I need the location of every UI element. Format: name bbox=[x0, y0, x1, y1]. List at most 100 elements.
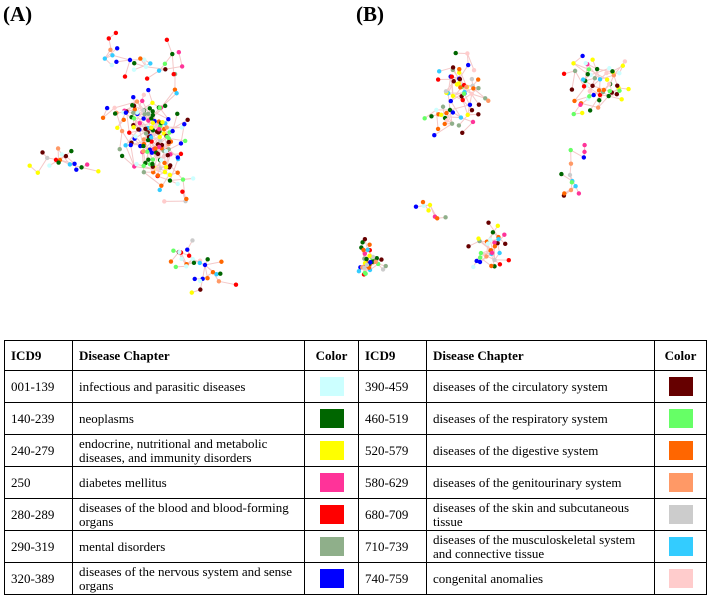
network-node bbox=[615, 83, 620, 88]
network-edge bbox=[571, 70, 576, 90]
network-node bbox=[149, 116, 154, 121]
network-node bbox=[214, 272, 219, 277]
network-node bbox=[460, 97, 465, 103]
network-edge bbox=[114, 101, 138, 109]
network-node bbox=[79, 165, 84, 170]
network-node bbox=[59, 152, 65, 157]
network-node bbox=[568, 187, 574, 193]
icd9-code: 680-709 bbox=[358, 498, 427, 531]
network-node bbox=[582, 142, 587, 148]
network-node bbox=[578, 102, 583, 108]
network-edge bbox=[450, 100, 462, 118]
network-node bbox=[474, 258, 479, 264]
network-node bbox=[607, 66, 612, 71]
network-node bbox=[109, 62, 115, 68]
color-swatch bbox=[668, 409, 693, 428]
disease-chapter: diseases of the nervous system and sense… bbox=[72, 562, 305, 595]
network-node bbox=[141, 149, 146, 154]
network-node bbox=[484, 254, 489, 259]
network-node bbox=[45, 155, 50, 161]
network-node bbox=[594, 66, 600, 72]
network-edge bbox=[112, 54, 131, 61]
network-node bbox=[190, 238, 195, 243]
network-edge bbox=[573, 62, 589, 75]
network-node bbox=[362, 265, 367, 270]
network-node bbox=[131, 116, 137, 121]
network-node bbox=[134, 161, 139, 167]
network-node bbox=[190, 176, 196, 181]
network-node bbox=[591, 92, 596, 98]
network-node bbox=[475, 77, 481, 82]
network-node bbox=[465, 112, 470, 118]
network-node bbox=[174, 91, 179, 96]
network-node bbox=[104, 105, 110, 111]
network-node bbox=[356, 269, 362, 274]
network-node bbox=[175, 155, 181, 160]
color-cell bbox=[304, 530, 359, 563]
network-node bbox=[141, 116, 146, 121]
network-edge bbox=[458, 64, 469, 79]
network-node bbox=[497, 250, 502, 256]
network-node bbox=[216, 279, 222, 284]
network-node bbox=[460, 130, 465, 135]
network-node bbox=[171, 248, 176, 253]
network-edge bbox=[471, 93, 486, 99]
color-cell bbox=[304, 402, 359, 435]
network-node bbox=[162, 103, 168, 109]
network-node bbox=[140, 98, 145, 104]
network-node bbox=[132, 61, 137, 66]
network-edge bbox=[168, 137, 186, 142]
network-node bbox=[595, 105, 601, 110]
network-node bbox=[150, 109, 155, 114]
network-edge bbox=[447, 92, 463, 101]
network-node bbox=[562, 191, 567, 196]
network-node bbox=[587, 94, 592, 99]
network-node bbox=[148, 61, 153, 66]
network-node bbox=[108, 47, 113, 53]
network-node bbox=[587, 88, 593, 94]
network-node bbox=[146, 111, 151, 117]
network-node bbox=[453, 50, 458, 56]
network-b bbox=[356, 50, 631, 277]
network-node bbox=[166, 116, 171, 122]
color-swatch bbox=[319, 505, 344, 524]
network-node bbox=[367, 242, 372, 247]
network-node bbox=[112, 111, 118, 116]
network-node bbox=[606, 81, 612, 87]
network-node bbox=[568, 147, 573, 153]
network-node bbox=[167, 178, 173, 183]
network-node bbox=[156, 144, 162, 150]
network-node bbox=[180, 177, 186, 182]
network-node bbox=[450, 110, 456, 115]
network-node bbox=[131, 95, 136, 100]
network-node bbox=[450, 65, 456, 70]
network-node bbox=[141, 169, 147, 175]
network-edge bbox=[152, 110, 169, 120]
network-node bbox=[492, 264, 497, 269]
network-node bbox=[67, 162, 73, 167]
color-swatch bbox=[668, 537, 693, 556]
network-node bbox=[156, 127, 162, 132]
network-edge bbox=[449, 104, 471, 111]
color-swatch bbox=[668, 505, 693, 524]
network-node bbox=[456, 81, 461, 86]
network-node bbox=[488, 237, 493, 243]
network-node bbox=[486, 220, 491, 225]
network-node bbox=[141, 163, 146, 168]
network-node bbox=[435, 126, 441, 132]
icd9-code: 240-279 bbox=[4, 434, 73, 467]
network-node bbox=[163, 164, 169, 170]
network-node bbox=[149, 125, 154, 130]
network-node bbox=[457, 67, 462, 72]
network-node bbox=[495, 223, 501, 229]
network-node bbox=[141, 137, 147, 142]
network-node bbox=[179, 256, 184, 262]
network-node bbox=[161, 131, 166, 136]
network-edge bbox=[589, 94, 601, 111]
icd9-code: 290-319 bbox=[4, 530, 73, 563]
network-edge bbox=[439, 66, 454, 72]
network-node bbox=[132, 107, 137, 112]
network-node bbox=[466, 244, 471, 249]
network-node bbox=[168, 259, 174, 264]
header-chapter-left: Disease Chapter bbox=[72, 340, 305, 371]
